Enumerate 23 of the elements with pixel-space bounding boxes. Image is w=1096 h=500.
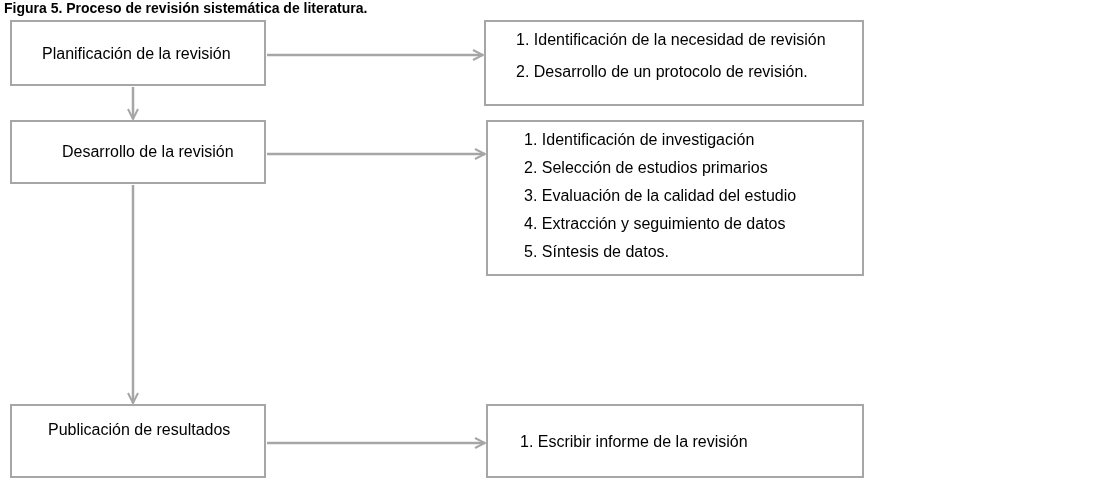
arrow [127, 185, 139, 404]
arrow [127, 87, 139, 120]
list-item: 5. Síntesis de datos. [524, 242, 669, 262]
process-box [486, 120, 864, 276]
figure-title: Figura 5. Proceso de revisión sistemática de literatura. [4, 0, 368, 16]
list-item: 1. Escribir informe de la revisión [520, 432, 748, 452]
process-box [10, 404, 266, 478]
list-item: 1. Identificación de la necesidad de revisión [516, 30, 826, 50]
list-item: 3. Evaluación de la calidad del estudio [524, 186, 797, 206]
box-label: Desarrollo de la revisión [62, 142, 234, 162]
arrow [267, 148, 486, 160]
process-box [486, 404, 864, 478]
box-label: Publicación de resultados [48, 420, 231, 440]
list-item: 1. Identificación de investigación [524, 130, 755, 150]
list-item: 2. Selección de estudios primarios [524, 158, 768, 178]
box-label: Planificación de la revisión [42, 44, 231, 64]
list-item: 4. Extracción y seguimiento de datos [524, 214, 786, 234]
list-item: 2. Desarrollo de un protocolo de revisión. [516, 62, 808, 82]
arrow [267, 49, 484, 61]
process-box [10, 20, 266, 86]
process-box [484, 20, 864, 106]
arrow [267, 437, 486, 449]
process-box [10, 120, 266, 184]
